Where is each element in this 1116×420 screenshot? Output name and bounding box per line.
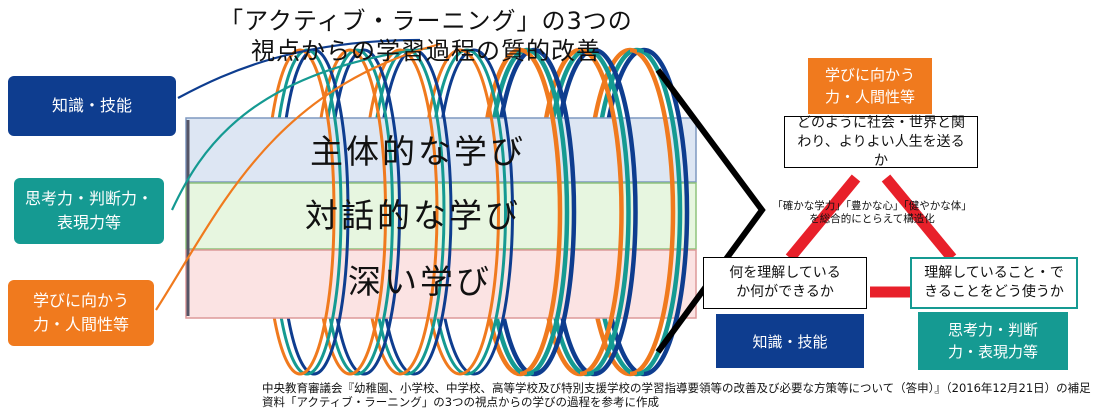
spiral-ring-front	[299, 48, 336, 376]
spiral-ring-front	[636, 47, 683, 377]
label-knowledge-skills: 知識・技能	[8, 76, 176, 136]
spiral-ring-front	[533, 47, 577, 377]
spiral-ring-front	[643, 47, 690, 377]
band-text-taiwateki: 対話的な学び	[305, 196, 521, 235]
spiral-ring-front	[349, 48, 387, 376]
spiral-ring-front	[413, 48, 453, 376]
band-text-fukai: 深い学び	[348, 262, 492, 301]
triangle-right-description: 理解していること・できることをどう使うか	[910, 257, 1078, 309]
triangle-top-label: 学びに向かう力・人間性等	[808, 58, 932, 114]
triangle-top-description: どのように社会・世界と関わり、よりよい人生を送るか	[784, 115, 978, 169]
triangle-right-label: 思考力・判断力・表現力等	[918, 312, 1068, 370]
triangle-center-caption: 「確かな学力」「豊かな心」「健やかな体」を総合的にとらえて構造化	[772, 200, 972, 225]
chevron-arrow-icon	[655, 68, 766, 354]
spiral-ring-front	[579, 47, 624, 377]
spiral-ring-front	[399, 48, 439, 376]
diagram-title: 「アクティブ・ラーニング」の3つの 視点からの学習過程の質的改善	[196, 6, 656, 66]
spiral-ring-front	[306, 48, 343, 376]
spiral-ring-front	[406, 48, 446, 376]
learning-bands	[185, 117, 697, 319]
spiral-ring-front	[313, 48, 350, 376]
spiral-ring-front	[519, 47, 563, 377]
source-citation: 中央教育審議会『幼稚園、小学校、中学校、高等学校及び特別支援学校の学習指導要領等…	[262, 381, 1091, 409]
spiral-ring-front	[363, 48, 401, 376]
spiral-ring-front	[466, 48, 507, 376]
spiral-ring-front	[593, 47, 638, 377]
label-connectors	[155, 38, 441, 311]
band-text-shutaiteki: 主体的な学び	[310, 132, 526, 171]
triangle-left-description: 何を理解しているか何ができるか	[703, 257, 867, 309]
spiral-ring-front	[459, 48, 500, 376]
title-line-1: 「アクティブ・ラーニング」の3つの	[219, 7, 633, 35]
spiral-ring-front	[473, 48, 514, 376]
triangle-left-label: 知識・技能	[716, 314, 864, 368]
spiral-rings-front	[299, 47, 690, 377]
label-thinking-judgment: 思考力・判断力・表現力等	[14, 178, 164, 244]
spiral-ring-front	[586, 47, 631, 377]
title-line-2: 視点からの学習過程の質的改善	[251, 37, 601, 65]
spiral-ring-front	[629, 47, 676, 377]
band-taiwateki	[185, 182, 697, 250]
spiral-ring-front	[526, 47, 570, 377]
triangle-connectors	[785, 174, 957, 298]
label-attitude-humanity: 学びに向かう力・人間性等	[8, 280, 154, 346]
